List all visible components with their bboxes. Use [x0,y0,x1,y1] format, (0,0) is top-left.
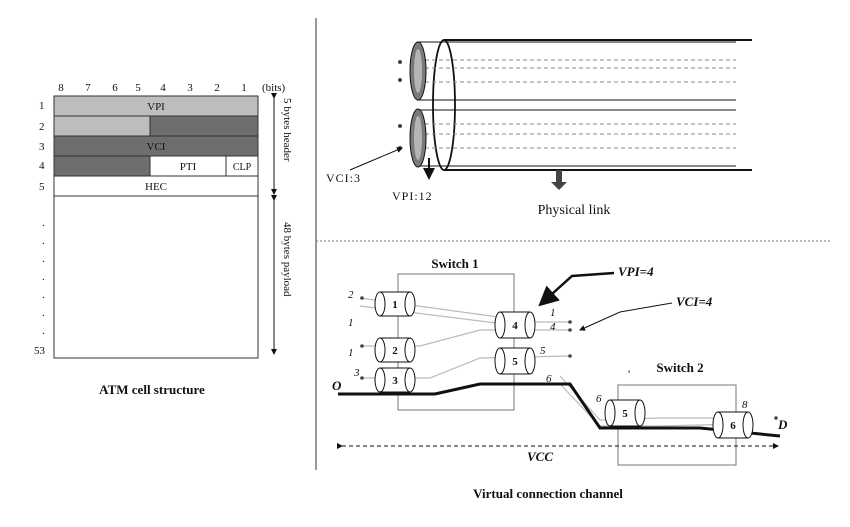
channel-cylinder: 5 [494,347,536,375]
row-number: 5 [39,181,45,193]
bit-number: 6 [112,82,118,94]
channel-number: 6 [546,373,552,385]
channel-number: 4 [550,321,556,333]
header-label: 5 bytes header [281,98,293,162]
row-number: 3 [39,141,45,153]
atm-caption: ATM cell structure [99,382,205,397]
channel-number: 6 [596,393,602,405]
channel-cylinder: 6 [712,411,754,439]
vcc-label: VCC [527,449,553,464]
hec-field-label: HEC [145,181,167,193]
row-number: 2 [39,121,45,133]
channel-number: 5 [540,345,546,357]
row-dot: . [42,253,45,265]
tick-mark: ' [628,367,630,381]
clp-field-label: CLP [233,162,252,173]
bit-number: 2 [214,82,220,94]
vpi-callout: VPI=4 [618,264,654,279]
atm-cell-structure: 8 7 6 5 4 3 2 1 (bits) 1 2 3 4 5 VPI VCI… [34,82,293,397]
vpi-label: VPI:12 [392,189,433,203]
row-dot: . [42,325,45,337]
row-dot: . [42,217,45,229]
channel-cylinder: 2 [374,337,416,363]
channel-number: 8 [742,399,748,411]
channel-cylinder: 3 [374,367,416,393]
physical-link-diagram: VCI:3 VPI:12 Physical link [326,39,752,218]
bit-number: 5 [135,82,141,94]
vci-field-label: VCI [147,141,166,153]
vcc-network-diagram: Switch 1 Switch 2 ' 1 2 [332,256,788,501]
svg-text:2: 2 [392,345,398,357]
channel-cylinder: 4 [494,311,536,339]
vci-field-part [53,155,151,177]
channel-cylinder: 1 [374,291,416,317]
origin-label: O [332,378,342,393]
physical-link-label: Physical link [538,203,611,218]
channel-number: 3 [353,367,360,379]
bit-number: 1 [241,82,247,94]
switch-2-label: Switch 2 [656,360,703,375]
svg-text:4: 4 [512,320,518,332]
row-dot: . [42,307,45,319]
vci-field-part [149,115,259,137]
row-dot: . [42,235,45,247]
svg-text:3: 3 [392,375,398,387]
payload-area [53,195,259,359]
payload-label: 48 bytes payload [281,222,293,297]
channel-number: 2 [348,289,354,301]
svg-text:5: 5 [622,408,628,420]
bits-unit: (bits) [262,82,286,94]
bit-number: 3 [187,82,193,94]
bit-number: 4 [160,82,166,94]
channel-number: 1 [348,317,354,329]
vci-callout: VCI=4 [676,294,713,309]
vcc-caption: Virtual connection channel [473,486,623,501]
channel-cylinder: 5 [604,399,646,427]
vci-label: VCI:3 [326,171,361,185]
row-number: 1 [39,100,45,112]
pti-field-label: PTI [180,161,197,173]
svg-text:1: 1 [392,299,398,311]
vpi-field-part [53,115,151,137]
bit-number: 8 [58,82,64,94]
vci-callout-arrow [579,302,673,331]
physical-link-end [432,39,456,171]
vcc-path [338,382,781,438]
svg-text:6: 6 [730,420,736,432]
bit-number: 7 [85,82,91,94]
row-dot: . [42,271,45,283]
row-dot: . [42,289,45,301]
destination-label: D [777,417,788,432]
channel-number: 1 [348,347,354,359]
svg-text:5: 5 [512,356,518,368]
row-number: 53 [34,345,46,357]
switch-1-label: Switch 1 [431,256,478,271]
vpi-callout-arrow [538,271,615,307]
channel-number: 1 [550,307,556,319]
row-number: 4 [39,160,45,172]
vpi-field-label: VPI [147,101,165,113]
